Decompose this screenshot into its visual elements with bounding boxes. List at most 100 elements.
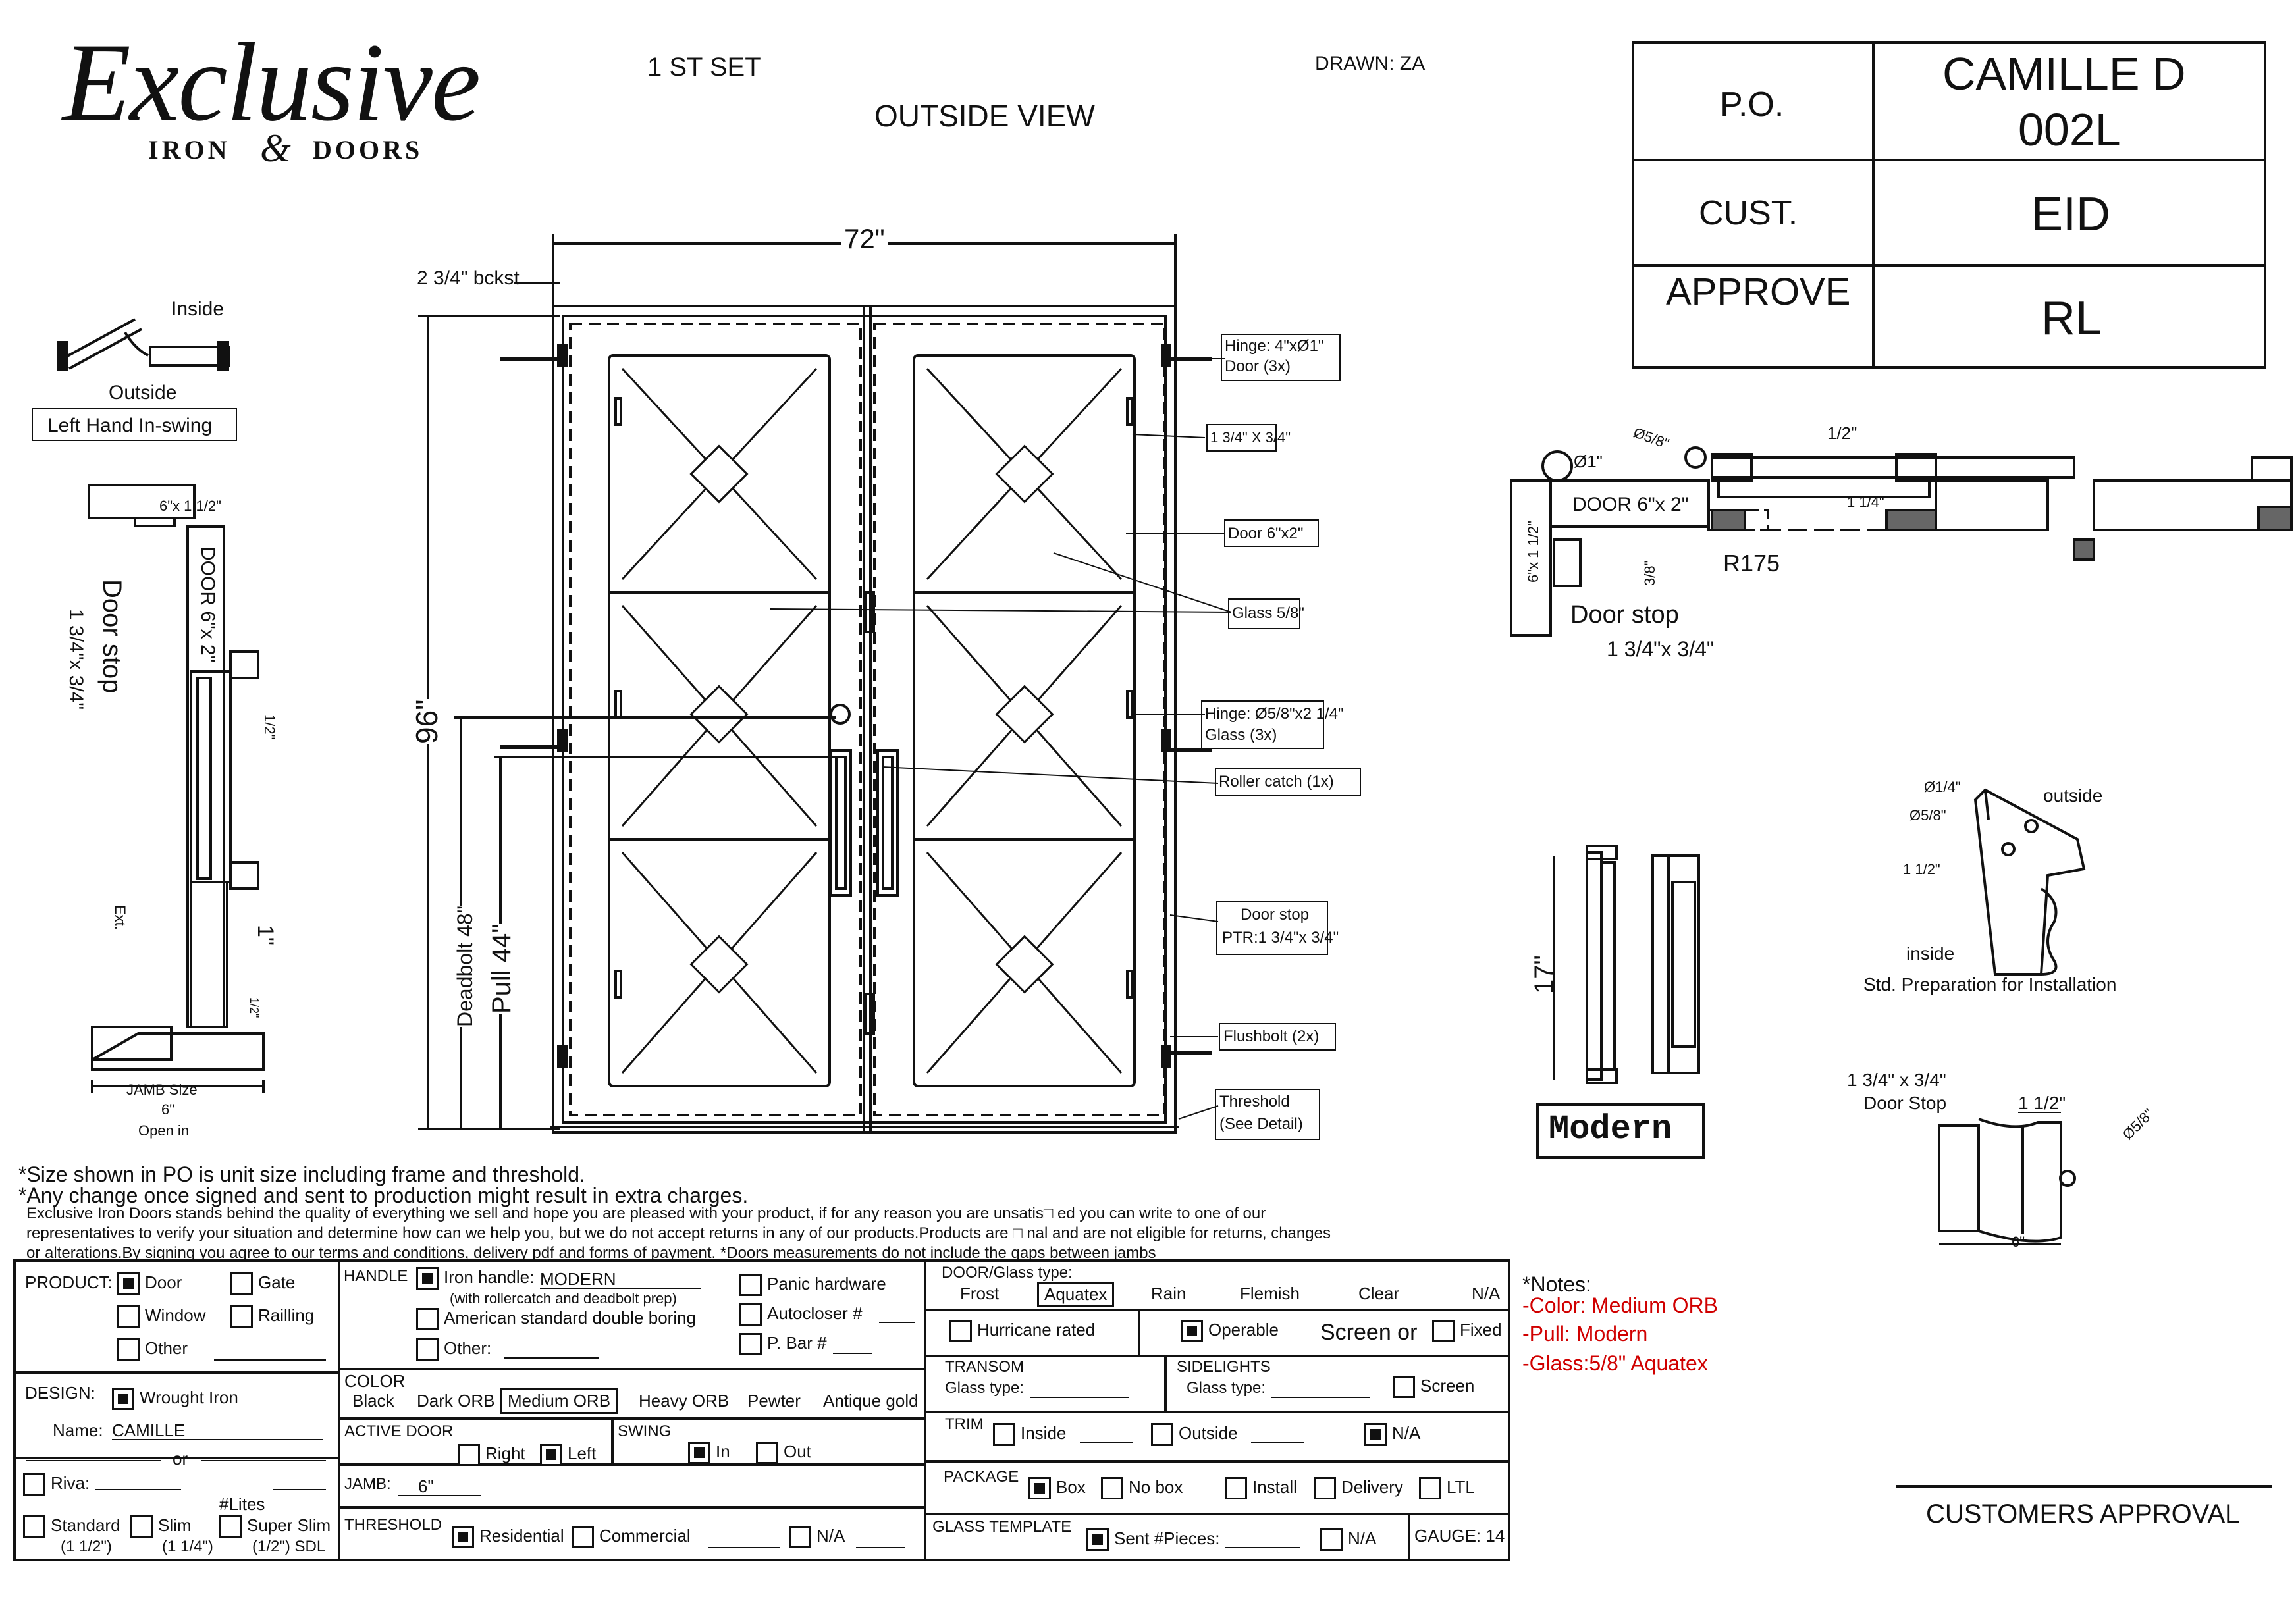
handle-iron-checkbox[interactable] bbox=[416, 1267, 439, 1290]
template-na[interactable]: N/A bbox=[1320, 1528, 1376, 1551]
package-install[interactable]: Install bbox=[1225, 1477, 1297, 1499]
threshold-commercial-checkbox[interactable] bbox=[572, 1526, 594, 1548]
active-left[interactable]: Left bbox=[540, 1444, 596, 1466]
product-window[interactable]: Window bbox=[117, 1305, 205, 1328]
handle-american[interactable]: American standard double boring bbox=[416, 1308, 696, 1330]
swing-out-checkbox[interactable] bbox=[756, 1442, 778, 1464]
jamb-value[interactable]: 6" bbox=[398, 1478, 481, 1496]
handle-iron[interactable]: Iron handle: bbox=[416, 1267, 534, 1290]
handle-panic-checkbox[interactable] bbox=[739, 1274, 762, 1296]
operable[interactable]: Operable bbox=[1181, 1320, 1279, 1342]
operable-checkbox[interactable] bbox=[1181, 1320, 1203, 1342]
trim-outside[interactable]: Outside bbox=[1151, 1423, 1238, 1446]
hurricane[interactable]: Hurricane rated bbox=[949, 1320, 1095, 1342]
fixed-checkbox[interactable] bbox=[1432, 1320, 1455, 1342]
design-standard[interactable]: Standard bbox=[23, 1515, 120, 1538]
glass-frost[interactable]: Frost bbox=[960, 1284, 1000, 1303]
product-label: PRODUCT: bbox=[25, 1272, 113, 1292]
handle-autocloser-line bbox=[879, 1322, 915, 1323]
glass-na[interactable]: N/A bbox=[1472, 1284, 1501, 1303]
color-black[interactable]: Black bbox=[352, 1391, 394, 1411]
trim-inside[interactable]: Inside bbox=[993, 1423, 1066, 1446]
note-para-3: or alterations.By signing you agree to o… bbox=[26, 1244, 1156, 1262]
design-wrought-checkbox[interactable] bbox=[112, 1388, 134, 1410]
handle-height: 17" bbox=[1530, 955, 1559, 994]
threshold-commercial[interactable]: Commercial bbox=[572, 1526, 691, 1548]
trim-na-checkbox[interactable] bbox=[1364, 1423, 1387, 1446]
trim-inside-checkbox[interactable] bbox=[993, 1423, 1015, 1446]
color-pewter[interactable]: Pewter bbox=[747, 1391, 801, 1411]
handle-other[interactable]: Other: bbox=[416, 1338, 491, 1361]
callout-threshold-2: (See Detail) bbox=[1219, 1115, 1303, 1133]
handle-autocloser[interactable]: Autocloser # bbox=[739, 1303, 863, 1326]
color-medium[interactable]: Medium ORB bbox=[500, 1388, 618, 1414]
swing-in-checkbox[interactable] bbox=[688, 1442, 710, 1464]
product-other[interactable]: Other bbox=[117, 1338, 188, 1361]
prep-s: 1 1/2" bbox=[1903, 861, 1940, 877]
trim-outside-checkbox[interactable] bbox=[1151, 1423, 1173, 1446]
product-other-checkbox[interactable] bbox=[117, 1338, 140, 1361]
handle-american-checkbox[interactable] bbox=[416, 1308, 439, 1330]
active-right-checkbox[interactable] bbox=[458, 1444, 480, 1466]
product-gate[interactable]: Gate bbox=[230, 1272, 295, 1295]
glass-clear[interactable]: Clear bbox=[1358, 1284, 1400, 1303]
color-antique[interactable]: Antique gold bbox=[823, 1391, 919, 1411]
glass-aquatex[interactable]: Aquatex bbox=[1037, 1282, 1115, 1307]
design-riva[interactable]: Riva: bbox=[23, 1473, 90, 1496]
hurricane-checkbox[interactable] bbox=[949, 1320, 972, 1342]
package-delivery[interactable]: Delivery bbox=[1314, 1477, 1403, 1499]
section-stop-a: Door stop bbox=[97, 579, 126, 694]
design-slim[interactable]: Slim bbox=[130, 1515, 192, 1538]
handle-autocloser-checkbox[interactable] bbox=[739, 1303, 762, 1326]
fixed[interactable]: Fixed bbox=[1432, 1320, 1502, 1342]
handle-pbar-label: P. Bar # bbox=[767, 1332, 827, 1353]
product-door-checkbox[interactable] bbox=[117, 1272, 140, 1295]
package-box[interactable]: Box bbox=[1028, 1477, 1086, 1499]
product-railing[interactable]: Railling bbox=[230, 1305, 314, 1328]
product-railing-checkbox[interactable] bbox=[230, 1305, 253, 1328]
swing-out[interactable]: Out bbox=[756, 1442, 811, 1464]
design-super-checkbox[interactable] bbox=[219, 1515, 242, 1538]
threshold-residential[interactable]: Residential bbox=[452, 1526, 564, 1548]
package-ltl[interactable]: LTL bbox=[1419, 1477, 1475, 1499]
handle-iron-value[interactable]: MODERN bbox=[540, 1270, 701, 1289]
active-right[interactable]: Right bbox=[458, 1444, 525, 1466]
swing-in[interactable]: In bbox=[688, 1442, 730, 1464]
color-heavy[interactable]: Heavy ORB bbox=[639, 1391, 730, 1411]
product-window-checkbox[interactable] bbox=[117, 1305, 140, 1328]
handle-other-label: Other: bbox=[444, 1338, 492, 1358]
design-super[interactable]: Super Slim bbox=[219, 1515, 331, 1538]
product-gate-checkbox[interactable] bbox=[230, 1272, 253, 1295]
package-ltl-checkbox[interactable] bbox=[1419, 1477, 1441, 1499]
package-nobox-checkbox[interactable] bbox=[1101, 1477, 1123, 1499]
package-box-checkbox[interactable] bbox=[1028, 1477, 1051, 1499]
package-install-checkbox[interactable] bbox=[1225, 1477, 1247, 1499]
package-delivery-checkbox[interactable] bbox=[1314, 1477, 1336, 1499]
design-name-value[interactable]: CAMILLE bbox=[112, 1422, 323, 1440]
handle-pbar-checkbox[interactable] bbox=[739, 1333, 762, 1355]
design-wrought[interactable]: Wrought Iron bbox=[112, 1388, 238, 1410]
template-sent-checkbox[interactable] bbox=[1086, 1528, 1109, 1551]
glass-flemish[interactable]: Flemish bbox=[1240, 1284, 1300, 1303]
trim-na[interactable]: N/A bbox=[1364, 1423, 1420, 1446]
threshold-residential-checkbox[interactable] bbox=[452, 1526, 474, 1548]
design-slim-checkbox[interactable] bbox=[130, 1515, 153, 1538]
handle-pbar[interactable]: P. Bar # bbox=[739, 1333, 827, 1355]
threshold-na-checkbox[interactable] bbox=[789, 1526, 811, 1548]
template-na-checkbox[interactable] bbox=[1320, 1528, 1343, 1551]
template-sent[interactable]: Sent #Pieces: bbox=[1086, 1528, 1219, 1551]
swing-label: SWING bbox=[618, 1422, 672, 1440]
design-riva-line-2 bbox=[273, 1489, 326, 1490]
handle-other-checkbox[interactable] bbox=[416, 1338, 439, 1361]
active-left-checkbox[interactable] bbox=[540, 1444, 562, 1466]
design-riva-checkbox[interactable] bbox=[23, 1473, 45, 1496]
product-door[interactable]: Door bbox=[117, 1272, 182, 1295]
color-dark[interactable]: Dark ORB bbox=[417, 1391, 495, 1411]
glass-rain[interactable]: Rain bbox=[1151, 1284, 1187, 1303]
threshold-na[interactable]: N/A bbox=[789, 1526, 845, 1548]
design-standard-checkbox[interactable] bbox=[23, 1515, 45, 1538]
sidelights-screen[interactable]: Screen bbox=[1393, 1376, 1474, 1398]
handle-panic[interactable]: Panic hardware bbox=[739, 1274, 886, 1296]
package-nobox[interactable]: No box bbox=[1101, 1477, 1183, 1499]
sidelights-screen-checkbox[interactable] bbox=[1393, 1376, 1415, 1398]
